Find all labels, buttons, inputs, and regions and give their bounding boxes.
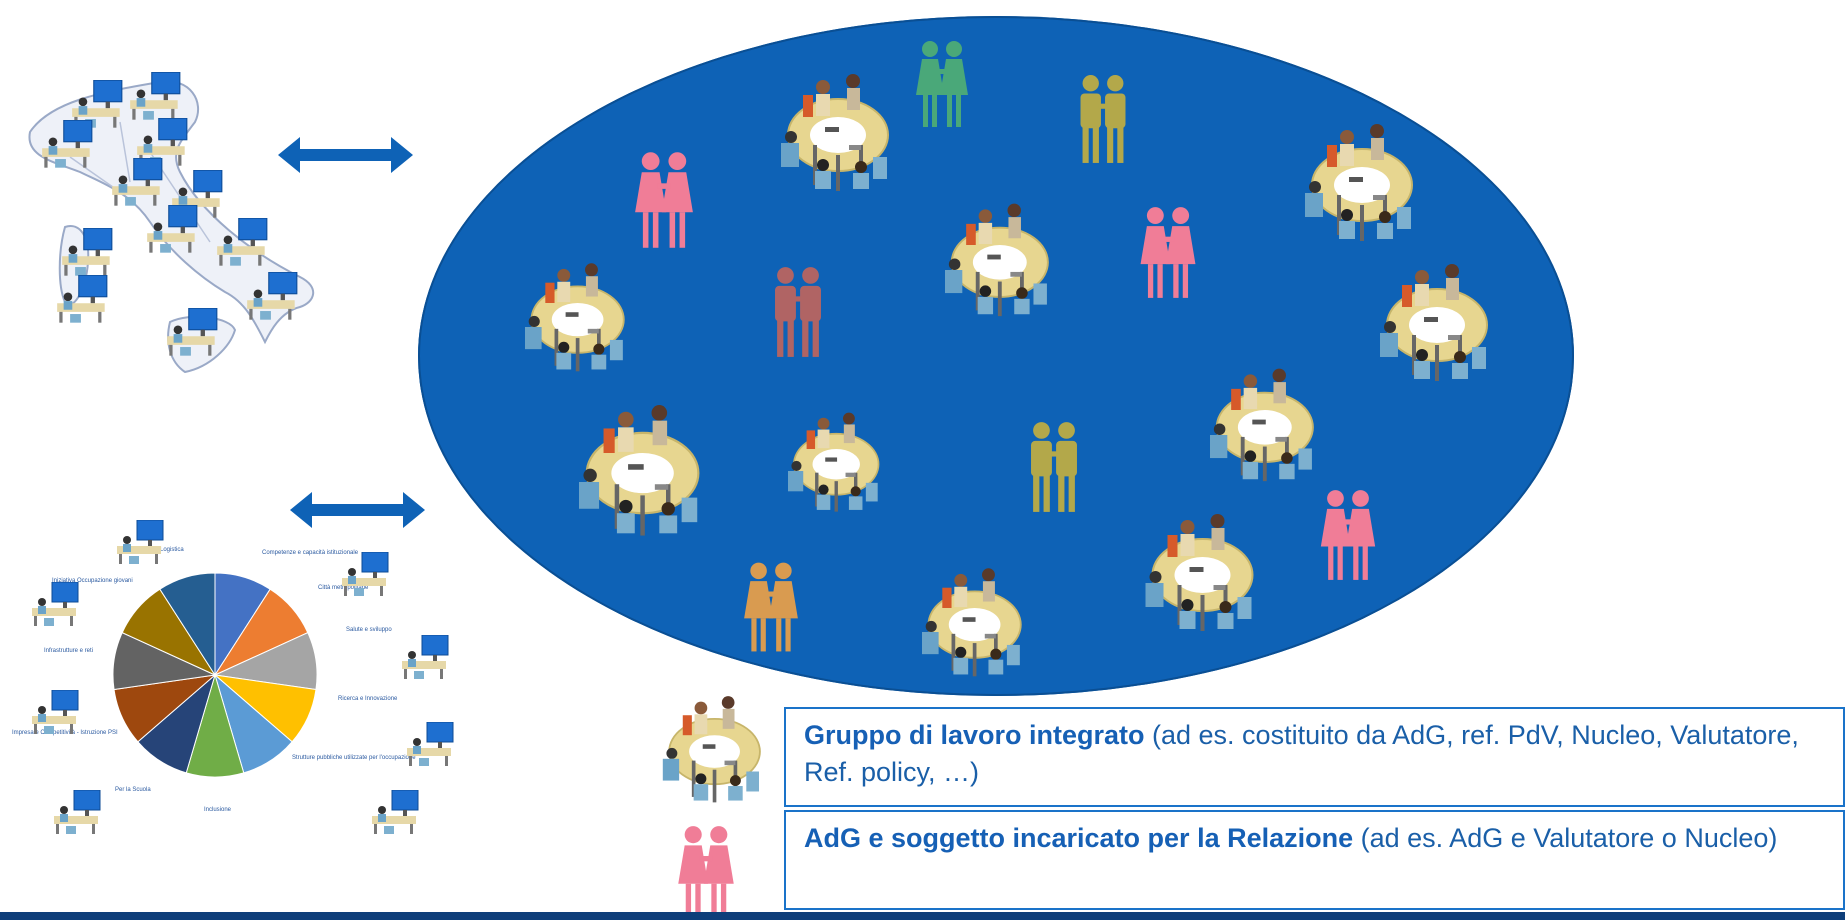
pie-label: Inclusione [204,807,232,813]
round-table-meeting-icon [758,65,908,195]
round-table-meeting-icon [1190,360,1330,485]
round-table-meeting-icon [925,195,1065,320]
pie-label: Impresa e Competitività - Istruzione PSI [12,730,118,736]
legend-group-text: (ad es. costituito da AdG, ref. PdV, Nuc… [804,720,1799,787]
desk-computer-icon [52,790,102,836]
pie-label: Salute e sviluppo [346,627,392,633]
desk-computer-icon [370,790,420,836]
two-men-icon [757,265,839,359]
desk-computer-icon [165,308,219,358]
desk-computer-icon [245,272,299,322]
pie-label: Ricerca e Innovazione [338,696,398,702]
two-women-icon [1315,488,1381,582]
desk-computer-icon [55,275,109,325]
legend-group-title: Gruppo di lavoro integrato [804,720,1145,750]
round-table-meeting-icon [1282,115,1432,245]
two-women-icon [672,824,740,920]
legend-pair-text: (ad es. AdG e Valutatore o Nucleo) [1353,823,1778,853]
pie-label: Logistica [160,547,184,553]
desk-computer-icon [40,120,94,170]
desk-computer-icon [405,722,455,768]
bottom-bar [0,912,1845,920]
desk-computer-icon [115,520,165,566]
double-arrow-icon [278,137,413,173]
two-women-icon [740,560,802,654]
two-men-icon [1013,420,1095,514]
legend-pair-title: AdG e soggetto incaricato per la Relazio… [804,823,1354,853]
round-table-meeting-icon [650,688,770,806]
desk-computer-icon [128,72,182,122]
pie-label: Per la Scuola [115,787,151,793]
pie-slice [159,572,216,677]
two-women-icon [630,150,698,250]
round-table-meeting-icon [772,405,892,515]
pie-label: Competenze e capacità istituzionale [262,550,359,556]
two-women-icon [912,38,972,130]
round-table-meeting-icon [905,560,1035,680]
two-men-icon [1063,73,1143,165]
pie-label: Iniziativa Occupazione giovani [52,578,133,584]
desk-computer-icon [340,552,390,598]
pie-chart-icon [112,572,318,778]
two-women-icon [1135,205,1201,300]
double-arrow-icon [290,492,425,528]
round-table-meeting-icon [557,395,717,540]
round-table-meeting-icon [508,255,638,375]
round-table-meeting-icon [1125,505,1270,635]
desk-computer-icon [110,158,164,208]
desk-computer-icon [145,205,199,255]
desk-computer-icon [30,690,80,736]
pie-label: Strutture pubbliche utilizzate per l'occ… [292,755,416,761]
round-table-meeting-icon [1362,255,1502,385]
desk-computer-icon [30,582,80,628]
pie-label: Città metropolitane [318,585,369,591]
desk-computer-icon [400,635,450,681]
pie-label: Infrastrutture e reti [44,648,94,654]
legend-group-box: Gruppo di lavoro integrato (ad es. costi… [784,707,1845,807]
desk-computer-icon [60,228,114,278]
legend-pair-box: AdG e soggetto incaricato per la Relazio… [784,810,1845,910]
desk-computer-icon [215,218,269,268]
